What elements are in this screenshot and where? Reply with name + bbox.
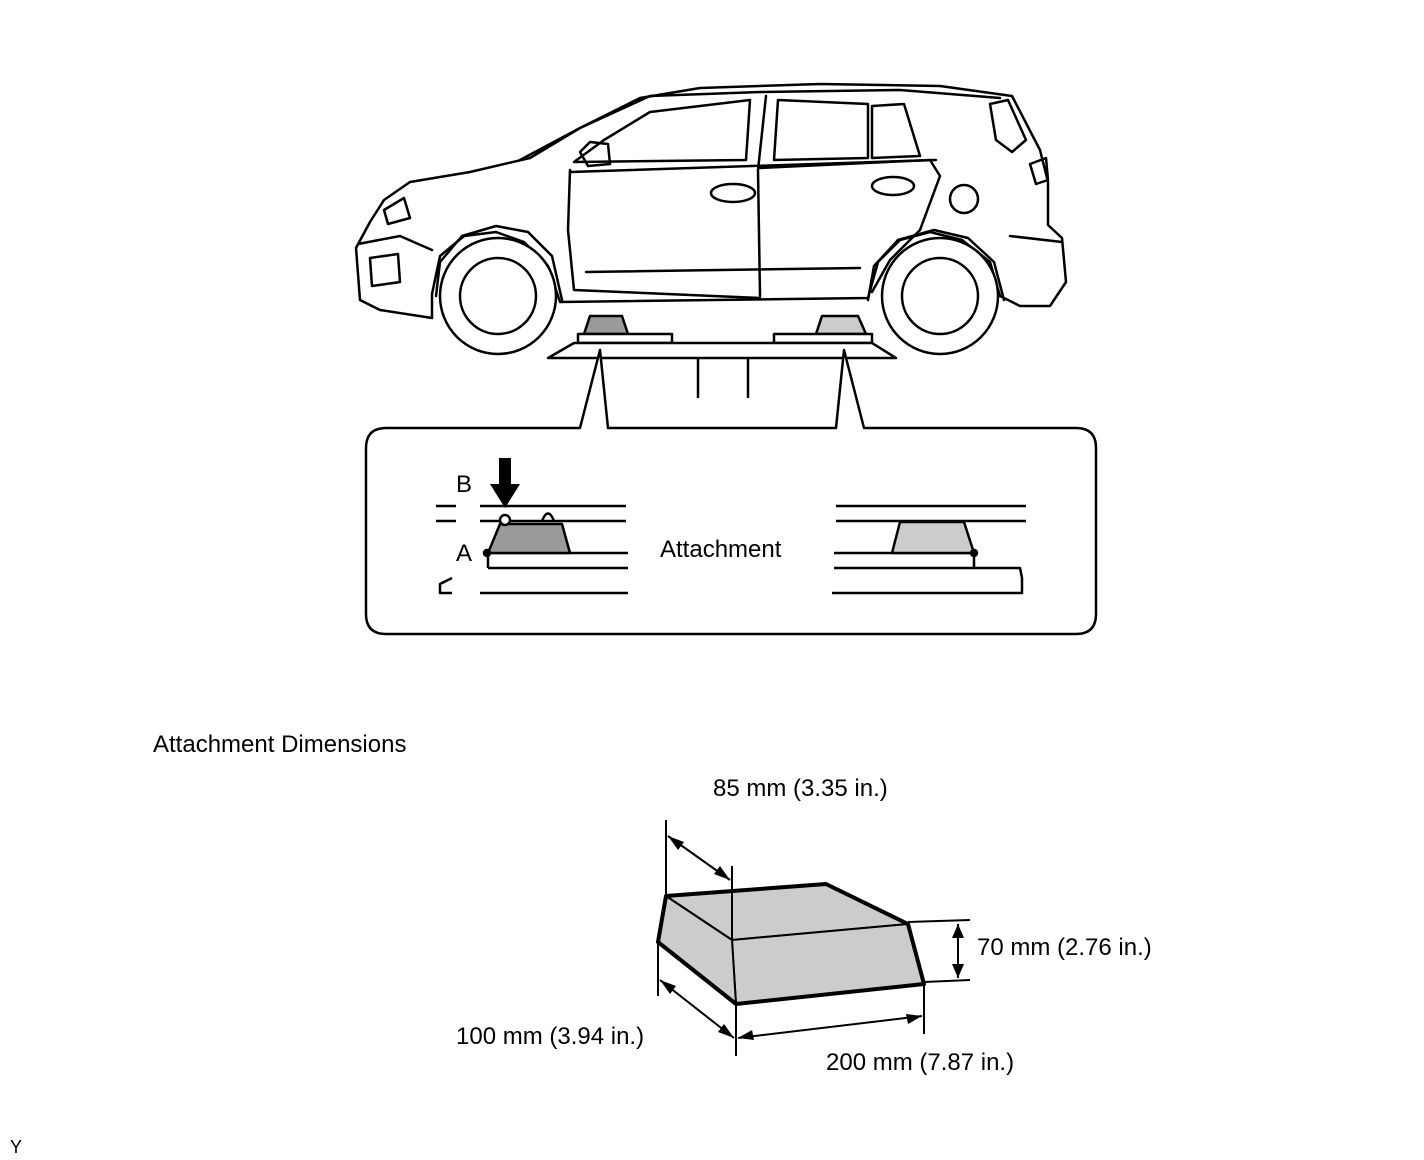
arrowhead-200-right xyxy=(906,1014,922,1024)
front-door-line xyxy=(566,168,762,300)
rear-wheel-arch xyxy=(866,228,1006,302)
arrow-down-icon xyxy=(490,458,520,508)
quarter-window xyxy=(870,102,922,160)
dim-label-depth: 100 mm (3.94 in.) xyxy=(456,1023,645,1050)
dim-line-200 xyxy=(737,1015,923,1039)
rear-window xyxy=(772,98,870,162)
dim-label-length: 200 mm (7.87 in.) xyxy=(826,1049,1015,1076)
front-door-handle xyxy=(709,182,757,204)
right-corner-marker xyxy=(969,548,979,558)
front-wheel-rim xyxy=(458,256,538,336)
label-a: A xyxy=(456,540,473,567)
arrowhead-100-left xyxy=(660,980,676,994)
rear-wheel-rim xyxy=(900,256,980,336)
rear-lamp xyxy=(1028,156,1050,186)
block-outline xyxy=(656,882,926,1006)
headlamp xyxy=(382,196,412,226)
lift-pad-front xyxy=(576,332,674,345)
lift-attachment-rear xyxy=(814,314,868,336)
beltline xyxy=(568,158,938,174)
vehicle-body-outline xyxy=(354,82,1068,320)
pad-bump xyxy=(540,512,556,522)
lift-pad-rear xyxy=(772,332,874,345)
dim-label-top-width: 85 mm (3.35 in.) xyxy=(713,775,888,802)
left-edge-bracket xyxy=(438,576,453,595)
rear-bumper xyxy=(1008,234,1064,244)
dimensions-title: Attachment Dimensions xyxy=(153,731,407,758)
point-b-marker xyxy=(498,513,512,527)
front-wheel-arch xyxy=(434,224,564,302)
lift-attachment-front xyxy=(582,314,630,336)
arrowhead-70-top xyxy=(952,924,964,938)
lift xyxy=(546,314,898,398)
b-pillar-line xyxy=(756,94,768,298)
attachment-label: Attachment xyxy=(660,536,782,563)
right-platform-edge xyxy=(832,566,1024,595)
detail-attachment-light xyxy=(890,520,976,555)
point-a-marker xyxy=(482,548,492,558)
lift-platform xyxy=(546,341,898,360)
front-wheel-tire xyxy=(438,236,558,356)
grille xyxy=(368,252,402,288)
vehicle-roofline xyxy=(518,88,1002,162)
dimension-arrowheads xyxy=(660,836,964,1040)
attachment-block xyxy=(656,882,926,1006)
front-bumper xyxy=(356,234,434,252)
arrowhead-70-bottom xyxy=(952,964,964,978)
rear-glass xyxy=(988,98,1028,154)
rocker-line xyxy=(584,266,862,274)
label-b: B xyxy=(456,471,473,498)
callout-frame xyxy=(364,348,1098,636)
rear-wheel-tire xyxy=(880,236,1000,356)
rear-door-handle xyxy=(870,175,916,197)
arrowhead-200-left xyxy=(738,1030,754,1040)
side-mirror xyxy=(578,140,612,168)
arrowhead-85-right xyxy=(714,866,730,880)
fuel-cap xyxy=(948,183,980,215)
ext-line-70-top xyxy=(907,919,971,923)
ext-line-70-bottom xyxy=(923,979,971,983)
callout xyxy=(364,348,1098,636)
arrowhead-100-right xyxy=(718,1024,734,1038)
arrowhead-85-left xyxy=(668,836,684,850)
vehicle-illustration xyxy=(354,82,1068,356)
figure-code: Y xyxy=(10,1137,23,1157)
dim-label-height: 70 mm (2.76 in.) xyxy=(977,934,1152,961)
detail-attachment-dark xyxy=(486,522,572,555)
